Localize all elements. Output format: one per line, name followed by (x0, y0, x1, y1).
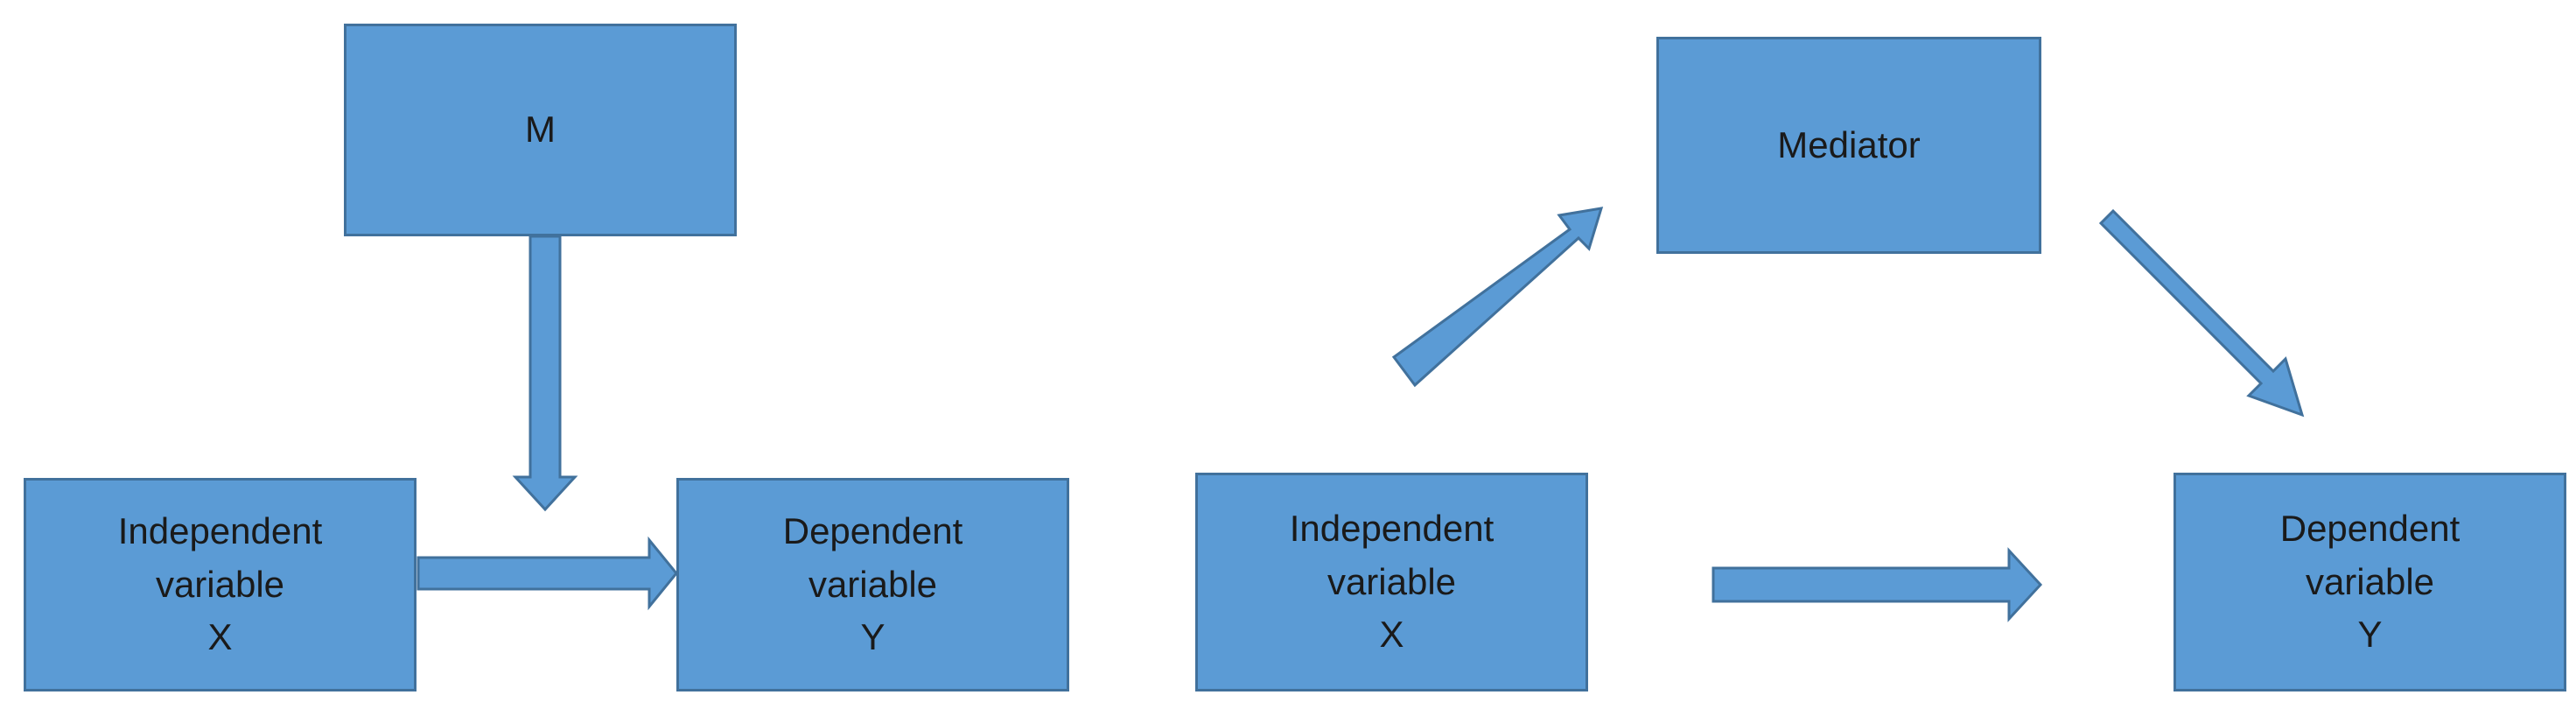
independent-variable-line1: Independent (1289, 507, 1494, 549)
moderator-label: M (525, 109, 556, 151)
dependent-variable-line1: Dependent (2279, 507, 2460, 549)
moderation-x-to-y-arrow (416, 536, 678, 611)
moderator-box: M (344, 24, 737, 236)
dependent-variable-line3: Y (2357, 614, 2383, 656)
dependent-variable-line3: Y (860, 616, 886, 658)
x-to-mediator-arrow (1391, 207, 1604, 388)
independent-variable-line1: Independent (117, 509, 323, 551)
independent-variable-line2: variable (1326, 560, 1457, 602)
mediation-dependent-variable-box: Dependent variable Y (2174, 473, 2566, 691)
moderator-to-path-arrow (512, 235, 578, 512)
independent-variable-line2: variable (155, 563, 285, 605)
dependent-variable-line2: variable (2305, 560, 2435, 602)
mediator-label: Mediator (1777, 123, 1921, 165)
moderation-independent-variable-box: Independent variable X (24, 478, 416, 691)
mediation-x-to-y-arrow (1712, 547, 2043, 622)
dependent-variable-line1: Dependent (782, 509, 963, 551)
mediator-to-y-arrow (2098, 208, 2305, 418)
independent-variable-line3: X (207, 616, 233, 658)
independent-variable-line3: X (1379, 614, 1404, 656)
mediation-independent-variable-box: Independent variable X (1195, 473, 1588, 691)
moderation-dependent-variable-box: Dependent variable Y (676, 478, 1069, 691)
mediator-box: Mediator (1656, 37, 2041, 254)
dependent-variable-line2: variable (808, 563, 938, 605)
